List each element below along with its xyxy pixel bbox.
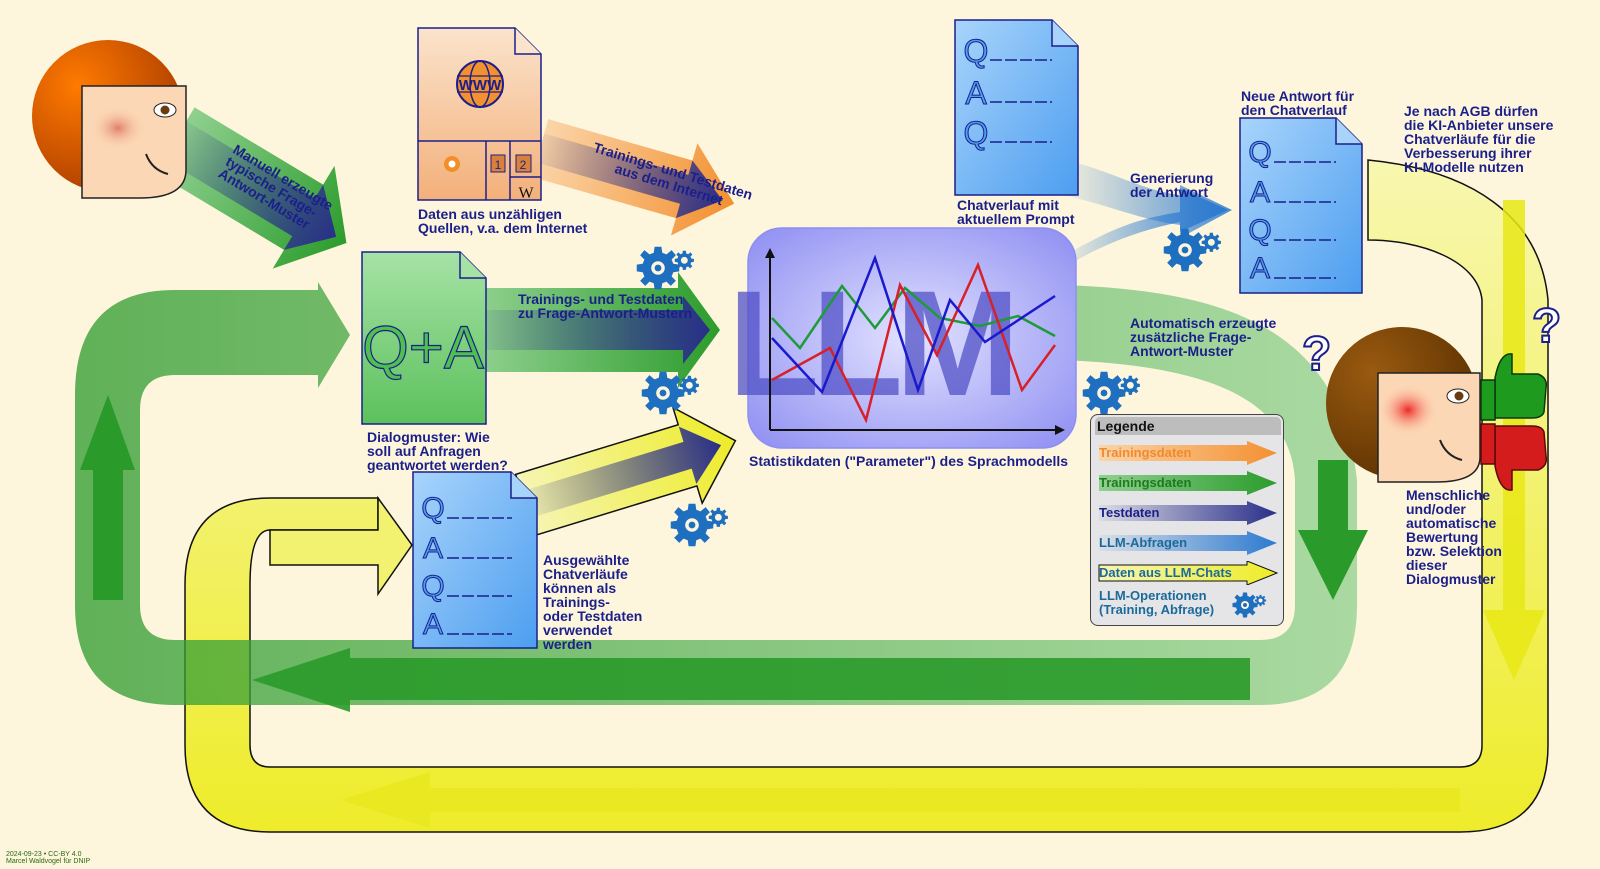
green-down-arrow (1298, 460, 1368, 600)
thumbs-down-icon (1480, 423, 1548, 491)
www-text: WWW (459, 77, 502, 94)
legend-title: Legende (1095, 417, 1281, 435)
green-arrow-icon (1099, 471, 1277, 495)
stat-params-label: Statistikdaten ("Parameter") des Sprachm… (749, 453, 1069, 469)
auto-patterns-label: Automatisch erzeugte zusätzliche Frage- … (1130, 315, 1277, 359)
left-person-face (32, 40, 187, 199)
badge-one-icon (490, 154, 506, 173)
dialog-patterns-label: Dialogmuster: Wie soll auf Anfragen gean… (367, 429, 508, 473)
legend-item: Trainingsdaten (1097, 441, 1279, 465)
qa-arrow (478, 272, 720, 388)
gear-icon (1163, 228, 1221, 272)
yellow-left-arrow (340, 772, 1460, 828)
qa-doc: Q+A (361, 251, 487, 425)
human-eval-label: Menschliche und/oder automatische Bewert… (1406, 487, 1502, 587)
legend-item: LLM-Operationen (Training, Abfrage) (1097, 587, 1279, 621)
new-answer-doc: Q A Q A (1239, 117, 1363, 294)
chat-prompt-doc: Q A Q (954, 19, 1079, 196)
selected-chats-label: Ausgewählte Chatverläufe können als Trai… (543, 552, 643, 652)
svg-text:A: A (1250, 176, 1270, 209)
question-mark-icon: ? (1532, 300, 1561, 353)
svg-text:2: 2 (520, 158, 527, 172)
llm-box: LLM (728, 227, 1077, 449)
svg-text:Q: Q (1248, 136, 1271, 169)
llm-series-blue (771, 254, 1056, 395)
credit-text: 2024-09-23 • CC-BY 4.0 Marcel Waldvogel … (6, 851, 91, 865)
internet-arrow (531, 119, 735, 236)
legend-item: LLM-Abfragen (1097, 531, 1279, 555)
qa-text: Q+A (362, 314, 484, 381)
manual-patterns-arrow (155, 107, 347, 269)
svg-text:A: A (1250, 252, 1270, 285)
svg-text:Q: Q (421, 570, 444, 603)
svg-text:A: A (423, 608, 443, 641)
yellow-arrow-icon (1098, 561, 1279, 585)
internet-sources-label: Daten aus unzähligen Quellen, v.a. dem I… (418, 206, 588, 236)
generation-blue-arrow (1062, 160, 1232, 238)
svg-text:A: A (965, 75, 987, 111)
legend-item: Testdaten (1097, 501, 1279, 525)
svg-text:Q: Q (964, 33, 989, 69)
right-person-face (1326, 327, 1481, 483)
gear-icon (670, 503, 728, 547)
svg-text:Q: Q (964, 115, 989, 151)
gear-icon (641, 371, 699, 415)
qa-flow-label: Trainings- und Testdaten zu Frage-Antwor… (518, 291, 693, 321)
svg-text:Q: Q (1248, 214, 1271, 247)
selected-chats-doc: Q A Q A (412, 471, 538, 649)
gear-icon (1082, 371, 1140, 415)
chat-prompt-label: Chatverlauf mit aktuellem Prompt (957, 197, 1075, 227)
llm-series-green (771, 283, 1056, 350)
question-mark-icon: ? (1302, 328, 1331, 381)
svg-text:A: A (423, 532, 443, 565)
legend-box: Legende Trainingsdaten Trainingsdaten Te… (1090, 414, 1284, 626)
internet-sources-doc: WWW 1 2 W (417, 27, 542, 202)
legend-item: Trainingsdaten (1097, 471, 1279, 495)
green-up-arrow (80, 395, 135, 600)
green-feedback-loop (75, 282, 1368, 712)
badge-two-icon (515, 154, 532, 173)
svg-text:Q: Q (421, 492, 444, 525)
generation-label: Generierung der Antwort (1130, 170, 1214, 200)
wikipedia-icon: W (518, 185, 534, 202)
agb-label: Je nach AGB dürfen die KI-Anbieter unser… (1404, 103, 1554, 175)
green-left-arrow (252, 648, 1250, 712)
chats-arrow (514, 405, 737, 537)
new-answer-label: Neue Antwort für den Chatverlauf (1241, 88, 1355, 118)
svg-text:1: 1 (495, 158, 502, 172)
blue-arrow-icon (1099, 531, 1277, 555)
navy-arrow-icon (1099, 501, 1277, 525)
orange-arrow-icon (1099, 441, 1277, 465)
thumbs-up-icon (1480, 353, 1548, 421)
legend-item: Daten aus LLM-Chats (1097, 561, 1279, 585)
